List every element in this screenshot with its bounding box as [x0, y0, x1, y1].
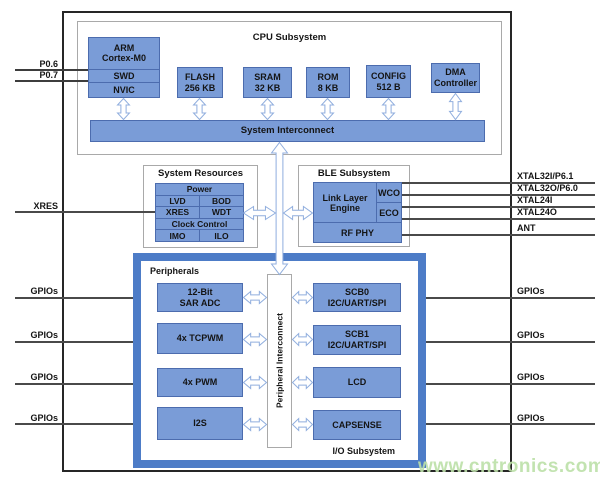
arm-cortex-block: ARM Cortex-M0 SWD NVIC	[88, 37, 160, 98]
bod-cell: BOD	[200, 195, 243, 207]
arrow-dma-interconnect-icon	[448, 92, 463, 121]
link-layer-engine-cell: Link Layer Engine	[314, 183, 376, 222]
sar-adc-block: 12-Bit SAR ADC	[157, 283, 243, 312]
dma-controller-block: DMA Controller	[431, 63, 480, 93]
ble-subsystem-title: BLE Subsystem	[317, 168, 391, 179]
scb1-block: SCB1 I2C/UART/SPI	[313, 325, 401, 355]
eco-cell: ECO	[377, 203, 401, 222]
arrow-config-interconnect-icon	[381, 97, 396, 121]
pin-label-gpio-right-3: GPIOs	[517, 372, 545, 382]
cpu-subsystem-title: CPU Subsystem	[252, 32, 327, 43]
pin-line-xtal32o	[402, 194, 595, 196]
arrow-i2s-pint-icon	[242, 417, 268, 432]
pin-line-gpio-left-3	[15, 383, 133, 385]
wdt-cell: WDT	[200, 207, 243, 218]
pin-label-gpio-right-2: GPIOs	[517, 330, 545, 340]
arrow-pwm-pint-icon	[242, 375, 268, 390]
pin-line-p06	[15, 69, 92, 71]
arrow-pint-scb1-icon	[291, 332, 314, 347]
pin-label-gpio-left-1: GPIOs	[30, 286, 58, 296]
lcd-block: LCD	[313, 367, 401, 398]
wco-cell: WCO	[377, 183, 401, 202]
arrow-sysres-channel-icon	[242, 205, 277, 221]
arrow-flash-interconnect-icon	[192, 97, 207, 121]
lvd-cell: LVD	[156, 195, 199, 207]
arrow-tcpwm-pint-icon	[242, 332, 268, 347]
pin-label-xtal32o: XTAL32O/P6.0	[517, 183, 578, 193]
pin-line-gpio-left-4	[15, 423, 133, 425]
pin-line-gpio-left-2	[15, 341, 133, 343]
pin-label-xtal32i: XTAL32I/P6.1	[517, 171, 574, 181]
pin-line-ant	[402, 234, 595, 236]
arrow-pint-capsense-icon	[291, 417, 314, 432]
arrow-rom-interconnect-icon	[320, 97, 335, 121]
pin-line-p07	[15, 80, 92, 82]
pin-line-xtal24i	[402, 206, 595, 208]
arrow-sram-interconnect-icon	[260, 97, 275, 121]
i2s-block: I2S	[157, 407, 243, 440]
pin-label-gpio-left-4: GPIOs	[30, 413, 58, 423]
system-resources-table: Power LVD BOD XRES WDT Clock Control IMO…	[155, 183, 244, 242]
watermark: www.cntronics.com	[418, 456, 600, 477]
pin-label-gpio-left-2: GPIOs	[30, 330, 58, 340]
tcpwm-block: 4x TCPWM	[157, 323, 243, 354]
xres-cell: XRES	[156, 207, 199, 218]
arrow-pint-lcd-icon	[291, 375, 314, 390]
flash-block: FLASH 256 KB	[177, 67, 223, 98]
ble-block: Link Layer Engine WCO ECO RF PHY	[313, 182, 402, 243]
pin-label-ant: ANT	[517, 223, 536, 233]
pin-line-xtal24o	[402, 218, 595, 220]
arm-core-label: ARM Cortex-M0	[101, 42, 146, 64]
pin-label-xres: XRES	[33, 201, 58, 211]
sram-block: SRAM 32 KB	[243, 67, 292, 98]
chip-outline	[62, 11, 512, 472]
pwm-block: 4x PWM	[157, 368, 243, 397]
pin-label-p06: P0.6	[39, 59, 58, 69]
pin-line-xtal32i	[402, 182, 595, 184]
power-header-cell: Power	[156, 184, 243, 195]
arrow-pint-scb0-icon	[291, 290, 314, 305]
pin-label-gpio-right-4: GPIOs	[517, 413, 545, 423]
pin-line-gpio-left-1	[15, 297, 133, 299]
pin-line-xres	[15, 211, 155, 213]
pin-line-gpio-right-1	[426, 297, 595, 299]
pin-label-p07: P0.7	[39, 70, 58, 80]
io-subsystem-label: I/O Subsystem	[332, 446, 395, 456]
pin-line-gpio-right-4	[426, 423, 595, 425]
pin-label-xtal24i: XTAL24I	[517, 195, 553, 205]
rf-phy-cell: RF PHY	[314, 223, 401, 242]
scb0-block: SCB0 I2C/UART/SPI	[313, 283, 401, 312]
capsense-block: CAPSENSE	[313, 410, 401, 440]
pin-line-gpio-right-2	[426, 341, 595, 343]
imo-cell: IMO	[156, 230, 199, 241]
pin-label-xtal24o: XTAL24O	[517, 207, 557, 217]
arrow-saradc-pint-icon	[242, 290, 268, 305]
arrow-arm-interconnect-icon	[116, 97, 131, 121]
system-interconnect-bar: System Interconnect	[90, 120, 485, 142]
system-resources-title: System Resources	[157, 168, 244, 179]
pin-label-gpio-right-1: GPIOs	[517, 286, 545, 296]
arrow-system-peripheral-icon	[270, 141, 289, 276]
peripheral-interconnect-block: Peripheral Interconnect	[267, 274, 292, 448]
pin-label-gpio-left-3: GPIOs	[30, 372, 58, 382]
rom-block: ROM 8 KB	[306, 67, 350, 98]
config-block: CONFIG 512 B	[366, 65, 411, 98]
nvic-block: NVIC	[89, 82, 159, 97]
ilo-cell: ILO	[200, 230, 243, 241]
pin-line-gpio-right-3	[426, 383, 595, 385]
peripherals-title: Peripherals	[150, 266, 200, 276]
arrow-channel-ble-icon	[282, 205, 314, 221]
clock-control-header-cell: Clock Control	[156, 218, 243, 230]
swd-block: SWD	[89, 68, 159, 83]
